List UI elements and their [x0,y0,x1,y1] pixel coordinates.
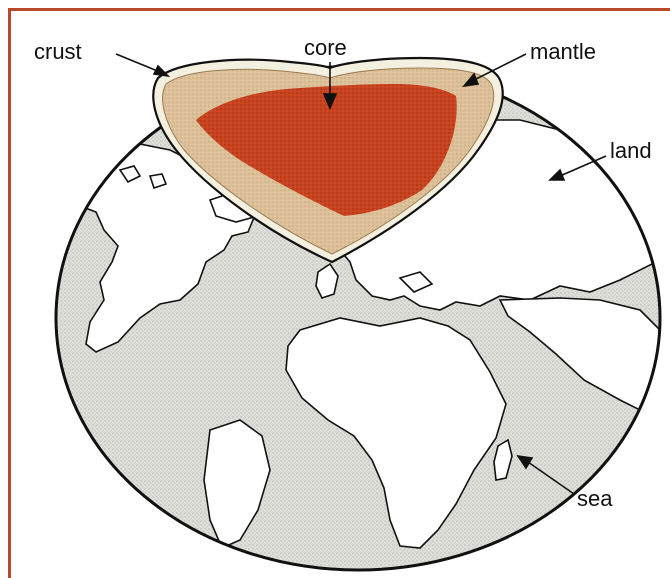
leader-crust [116,54,160,72]
label-crust: crust [34,41,82,63]
label-mantle: mantle [530,41,596,63]
arrowhead-crust [154,66,168,76]
label-land: land [610,140,652,162]
label-sea: sea [577,488,612,510]
label-core: core [304,37,347,59]
